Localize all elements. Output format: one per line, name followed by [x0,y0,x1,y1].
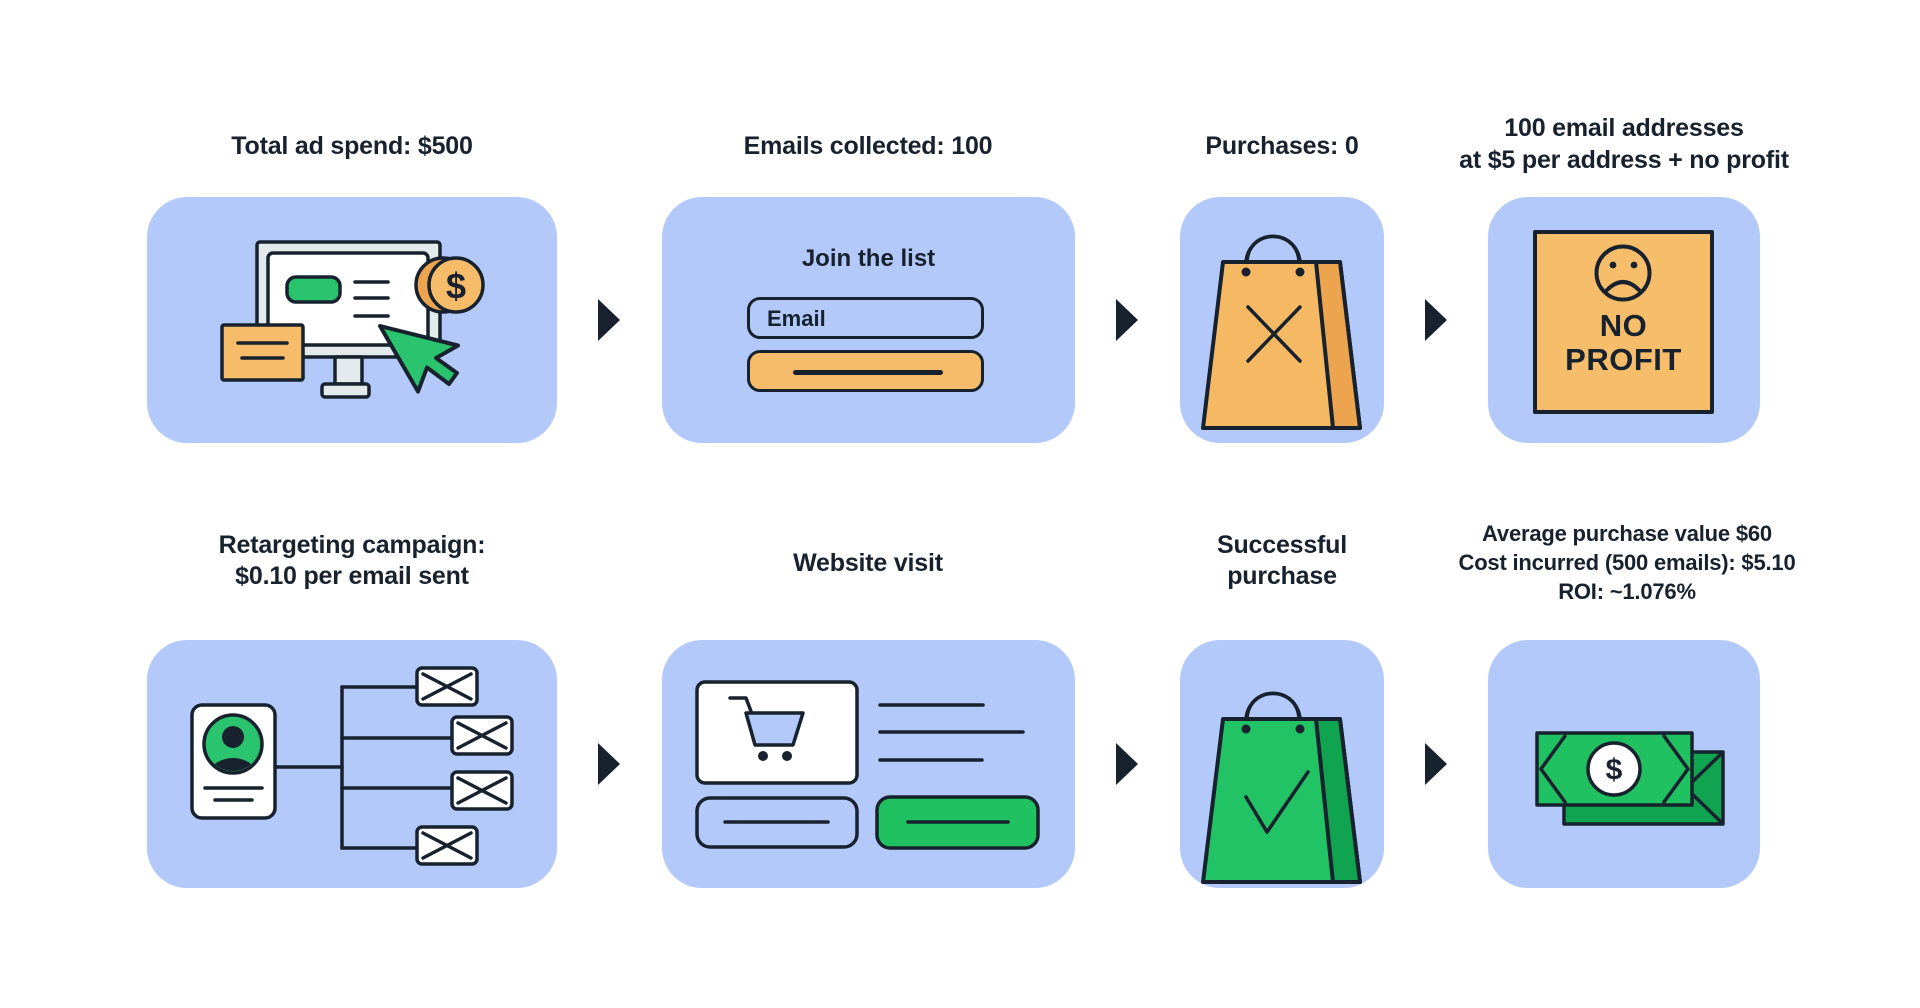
email-field: Email [747,297,984,339]
title-retargeting-campaign: Retargeting campaign: $0.10 per email se… [102,530,602,592]
title-line: $0.10 per email sent [235,562,469,590]
title-line: Purchases: 0 [1205,132,1359,160]
envelope-icon [415,825,479,866]
envelope-icon [450,770,514,811]
connector-lines [273,685,454,850]
envelope-icon [415,666,479,707]
no-profit-label: NO PROFIT [1565,308,1682,377]
shopping-bag-x-icon [1201,234,1362,430]
title-line: Emails collected: 100 [743,132,993,160]
title-line: at $5 per address + no profit [1459,146,1789,174]
card-ad-spend: $ [147,197,557,443]
no-profit-sign-icon [1533,230,1714,414]
title-ad-spend: Total ad spend: $500 [102,130,602,162]
contact-id-card-icon [190,703,277,820]
flow-arrow-icon [1425,299,1447,341]
title-purchases: Purchases: 0 [1032,130,1532,162]
title-line: Cost incurred (500 emails): $5.10 [1458,550,1796,575]
shopping-bag-check-icon [1201,691,1362,884]
check-mark-icon [1244,770,1310,834]
dollar-sign: $ [446,266,466,307]
title-successful-purchase: Successful purchase [1032,530,1532,592]
money-bills-icon: $ [1535,731,1725,826]
title-line: purchase [1227,562,1337,590]
title-line: Website visit [793,549,943,577]
flow-arrow-icon [598,299,620,341]
card-no-profit: NO PROFIT [1488,197,1760,443]
flow-arrow-icon [1116,743,1138,785]
title-line: ROI: ~1.076% [1558,579,1696,604]
card-successful-purchase [1180,640,1384,888]
flow-arrow-icon [598,743,620,785]
x-mark-icon [1246,305,1302,363]
card-website-visit [662,640,1075,888]
flow-arrow-icon [1425,743,1447,785]
dollar-coin-icon: $ [414,256,485,314]
buy-button [875,795,1040,850]
title-line: Average purchase value $60 [1482,521,1772,546]
card-email-signup: Join the list Email [662,197,1075,443]
ad-monitor-icon: $ [220,240,485,399]
title-roi-summary: Average purchase value $60 Cost incurred… [1377,519,1877,606]
front-banknote: $ [1535,731,1694,807]
envelope-icon [450,715,514,756]
text-lines [878,703,1025,762]
page-input-field [695,796,859,849]
shop-website-icon [695,680,1040,850]
title-cost-summary: 100 email addresses at $5 per address + … [1374,112,1874,176]
card-revenue: $ [1488,640,1760,888]
flow-arrow-icon [1116,299,1138,341]
signup-button [747,350,984,392]
ad-banner-button [285,275,342,304]
retargeting-emails-icon [190,666,514,866]
title-emails-collected: Emails collected: 100 [618,130,1118,162]
signup-button-line [793,370,943,375]
receipt-icon [220,323,305,382]
title-line: Retargeting campaign: [218,531,486,559]
signup-heading: Join the list [801,245,936,272]
sad-face-icon [1594,244,1652,302]
dollar-sign: $ [1606,754,1623,787]
title-line: Successful [1216,531,1347,559]
card-retargeting [147,640,557,888]
cursor-icon [378,324,460,394]
title-line: 100 email addresses [1504,114,1744,142]
shopping-cart-icon [728,696,805,761]
email-field-label: Email [767,306,826,331]
card-no-purchases [1180,197,1384,443]
title-website-visit: Website visit [618,547,1118,579]
title-line: Total ad spend: $500 [231,132,473,160]
